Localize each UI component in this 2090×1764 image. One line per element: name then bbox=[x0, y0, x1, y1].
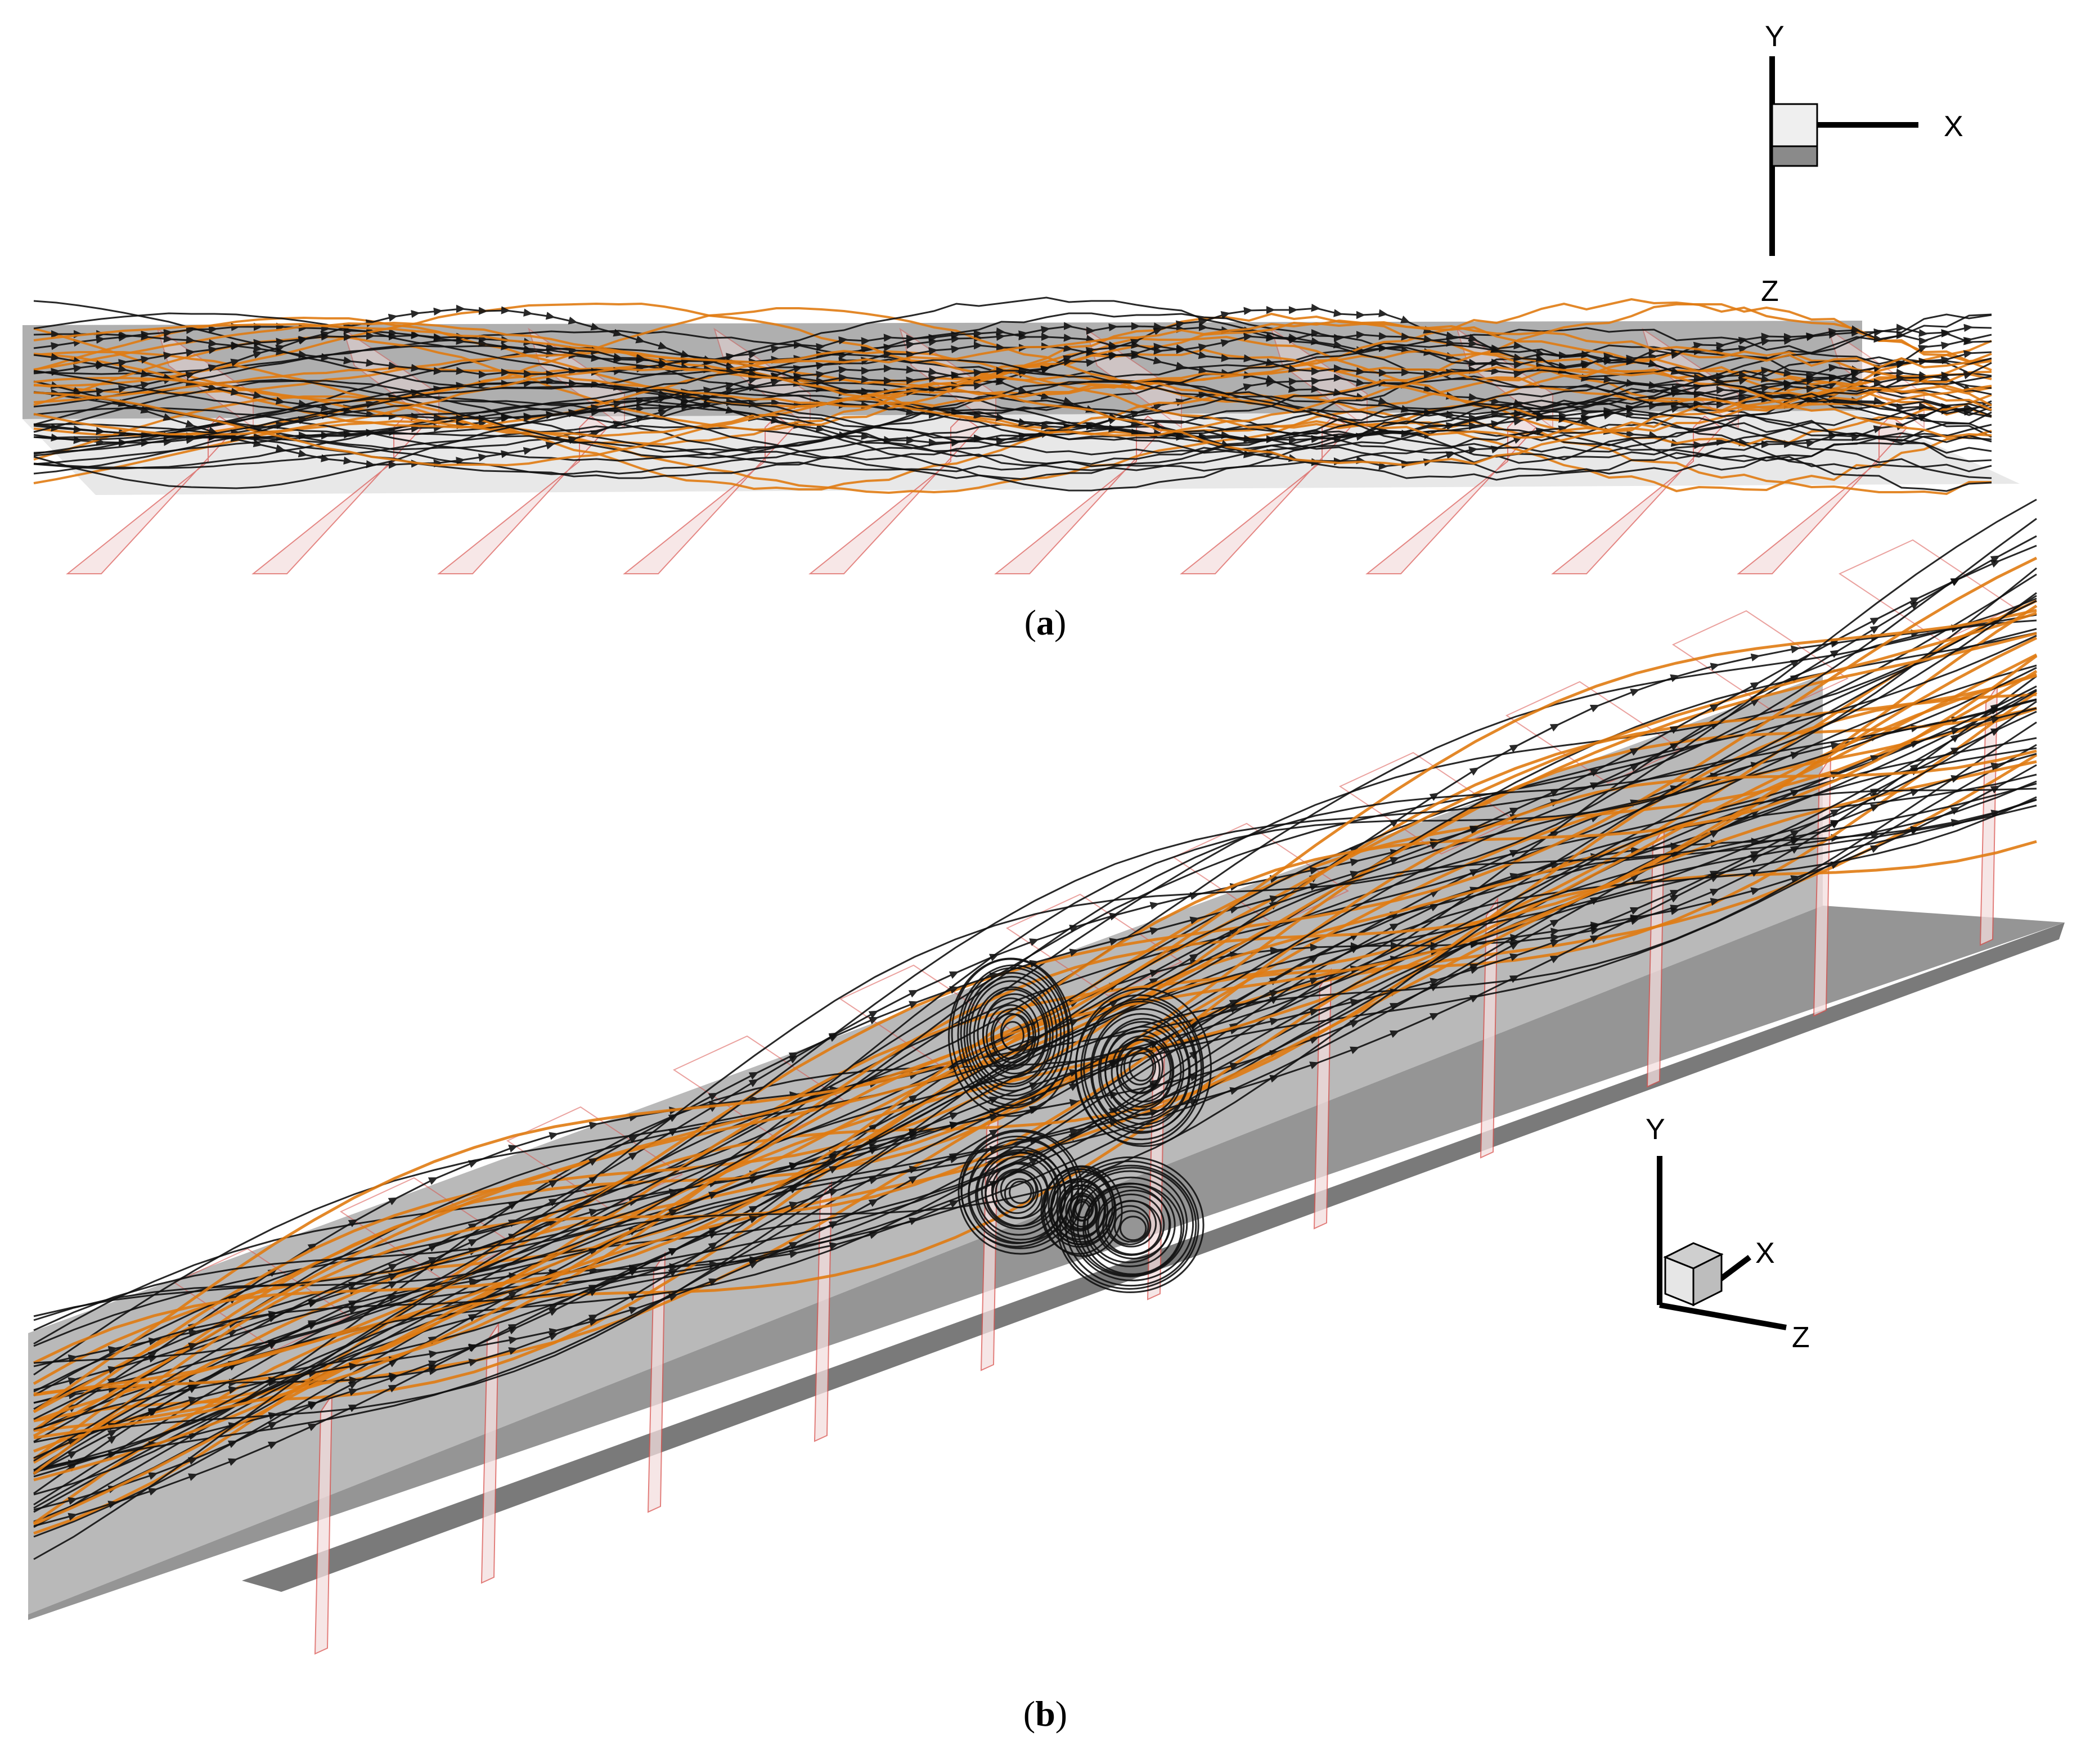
vortex-icon bbox=[976, 1151, 1062, 1236]
panel-a-streamlines bbox=[33, 296, 1992, 496]
vortex-icon bbox=[1059, 1160, 1199, 1290]
coordinate-triad-icon: Y X Z bbox=[1646, 1113, 1810, 1354]
vortex-icon bbox=[986, 1004, 1037, 1068]
triad-b-x-label: X bbox=[1755, 1237, 1775, 1270]
vortex-icon bbox=[1113, 1210, 1149, 1243]
panel-a: Y X Z bbox=[23, 20, 2020, 574]
triad-b-y-label: Y bbox=[1646, 1113, 1665, 1146]
panel-b: Y X Z bbox=[28, 498, 2065, 1655]
coordinate-triad-icon: Y X Z bbox=[1761, 20, 1963, 308]
vortex-icon bbox=[957, 964, 1069, 1106]
vortex-icon bbox=[960, 967, 1066, 1101]
caption-panel-a: (a) bbox=[1024, 602, 1067, 642]
vortex-icon bbox=[1075, 994, 1204, 1145]
triad-b-z-label: Z bbox=[1792, 1321, 1810, 1354]
triad-a-x-label: X bbox=[1944, 110, 1963, 143]
vortex-icon bbox=[1072, 1170, 1188, 1277]
triad-a-y-label: Y bbox=[1765, 20, 1785, 53]
vortex-icon bbox=[990, 1008, 1035, 1064]
streamline bbox=[33, 401, 1992, 492]
vortex-icon bbox=[1095, 1189, 1171, 1259]
vortex-icon bbox=[1068, 1195, 1097, 1228]
vortex-icon bbox=[1090, 1008, 1197, 1133]
vortex-icon bbox=[966, 975, 1058, 1092]
vortex-icon bbox=[1004, 1178, 1035, 1209]
vortex-icon bbox=[969, 980, 1054, 1088]
panel-b-vortex-cluster bbox=[948, 957, 1212, 1293]
vortex-icon bbox=[1123, 1047, 1157, 1086]
vortex-icon bbox=[1075, 1200, 1090, 1218]
vortex-icon bbox=[1099, 1021, 1185, 1120]
vortex-icon bbox=[1084, 1182, 1176, 1267]
vortex-icon bbox=[1111, 1035, 1174, 1108]
vortex-icon bbox=[1001, 1021, 1024, 1051]
streamline bbox=[33, 375, 1992, 461]
vortex-icon bbox=[1009, 1180, 1032, 1204]
vortex-icon bbox=[1000, 1014, 1031, 1052]
streamline bbox=[33, 498, 2037, 1364]
triad-a-z-label: Z bbox=[1761, 275, 1779, 308]
streamline bbox=[33, 378, 1992, 443]
vortex-icon bbox=[1059, 1184, 1100, 1232]
vortex-icon bbox=[963, 971, 1062, 1097]
streamline bbox=[33, 356, 1992, 418]
vortex-icon bbox=[1098, 1018, 1190, 1126]
streamline bbox=[33, 329, 1992, 388]
streamline bbox=[33, 399, 1992, 480]
streamline bbox=[33, 387, 1992, 467]
streamline bbox=[33, 366, 1992, 439]
vortex-icon bbox=[1129, 1052, 1154, 1082]
caption-panel-b: (b) bbox=[1023, 1694, 1068, 1734]
vortex-icon bbox=[973, 986, 1051, 1085]
vortex-icon bbox=[992, 1168, 1043, 1220]
vortex-icon bbox=[1073, 1199, 1093, 1222]
vortex-icon bbox=[1104, 1030, 1175, 1112]
streamline bbox=[33, 592, 2037, 1331]
vortex-icon bbox=[977, 988, 1048, 1079]
streamline bbox=[33, 382, 1992, 456]
vortex-icon bbox=[1056, 1156, 1204, 1293]
vortex-icon bbox=[1080, 998, 1202, 1141]
vortex-icon bbox=[982, 997, 1040, 1070]
vortex-icon bbox=[995, 1170, 1039, 1214]
streamline bbox=[33, 322, 1992, 369]
vortex-icon bbox=[1065, 1192, 1098, 1230]
vortex-icon bbox=[1119, 1216, 1147, 1241]
